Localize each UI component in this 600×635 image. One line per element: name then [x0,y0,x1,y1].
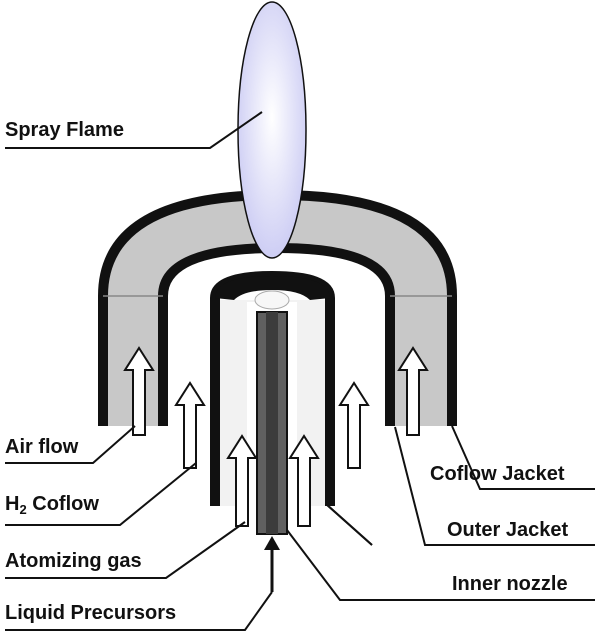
leader-lines [5,111,595,631]
inner-nozzle-tip [254,290,290,310]
h2-coflow-arrow-right [338,381,370,469]
leader-outer-jacket-2 [325,503,373,546]
leader-spray-flame [5,111,263,149]
label-air-flow: Air flow [5,436,79,458]
label-h2-coflow-sub: 2 [19,502,27,517]
atomizing-gas-arrow-right [288,434,320,527]
leader-atomizing-gas [5,521,246,579]
label-liquid-precursors: Liquid Precursors [5,602,177,624]
liquid-precursors-arrowhead [264,536,280,550]
label-coflow-jacket: Coflow Jacket [430,463,565,485]
leader-inner-nozzle-line [286,529,595,601]
atomizing-gas-arrow-left [226,434,258,527]
inner-nozzle-core [266,312,278,534]
label-h2-coflow-rest: Coflow [26,493,99,515]
label-h2-coflow: H2 Coflow [5,492,99,522]
h2-coflow-arrow-left [174,381,206,469]
leader-outer-jacket [394,426,595,546]
leader-air-flow [5,425,136,464]
outer-jacket-cap [215,276,330,300]
label-outer-jacket: Outer Jacket [447,519,569,541]
label-atomizing-gas: Atomizing gas [5,550,142,572]
label-h2-coflow-main: H [5,493,20,515]
label-inner-nozzle: Inner nozzle [452,573,568,595]
air-flow-arrow-left [123,346,155,436]
leader-coflow-jacket [451,425,595,490]
leader-liquid-precursors [5,591,273,631]
label-spray-flame: Spray Flame [5,119,124,141]
air-flow-arrow-right [397,346,429,436]
coflow-jacket [103,195,452,426]
flow-arrows [123,346,429,527]
spray-flame [237,1,307,259]
leader-h2-coflow [5,462,197,526]
